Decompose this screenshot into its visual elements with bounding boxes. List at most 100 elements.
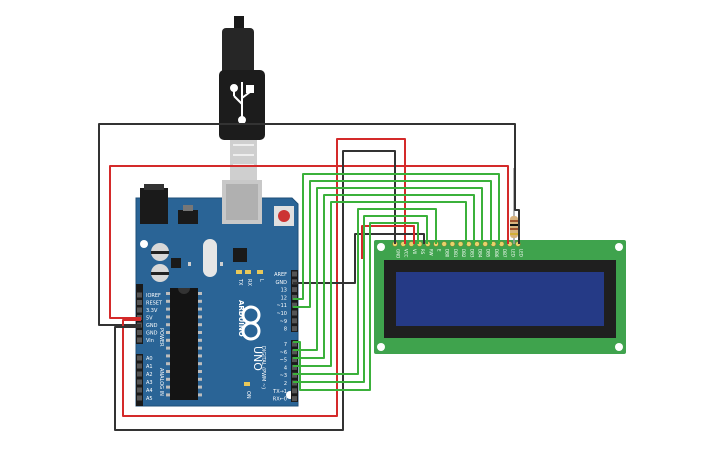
lcd-pin-label: RW [428, 249, 433, 256]
power-pin-label: IOREF [146, 293, 161, 299]
lcd-pin[interactable] [474, 241, 480, 247]
lcd-pin-label: DB5 [486, 249, 491, 258]
wire-gnd-outer[interactable] [98, 123, 520, 326]
status-leds: TX RX L ON [236, 270, 264, 399]
digital-pin-label: ~10 [276, 311, 287, 317]
lcd-pin-label: V0 [412, 249, 417, 255]
digital-header-title: DIGITAL (PWM ~) [260, 346, 266, 389]
wire-d5-db4[interactable] [293, 187, 483, 351]
digital-pin-label: GND [276, 280, 288, 286]
digital-pin-label: ~6 [280, 350, 287, 356]
on-led-label: ON [245, 391, 251, 399]
lcd-pin[interactable] [466, 241, 472, 247]
digital-pin[interactable] [292, 326, 297, 332]
digital-pin[interactable] [292, 279, 297, 285]
lcd-pin[interactable] [482, 241, 488, 247]
wire-green-extra-2[interactable] [293, 222, 419, 391]
digital-header-top [291, 270, 298, 332]
analog-pin[interactable] [137, 395, 142, 401]
lcd-pin[interactable] [457, 241, 464, 247]
power-pin[interactable] [137, 300, 142, 305]
usb-cable[interactable] [219, 16, 265, 180]
small-chip [233, 248, 247, 262]
wire-rw-gnd[interactable] [293, 233, 425, 284]
analog-pin[interactable] [137, 363, 142, 369]
brand-label: ARDUINO [237, 300, 245, 337]
digital-pin[interactable] [292, 396, 297, 402]
digital-pin[interactable] [292, 349, 297, 355]
digital-pin-label: AREF [274, 272, 287, 278]
digital-pin[interactable] [292, 294, 297, 300]
wire-d4-db5[interactable] [293, 194, 475, 359]
power-pin-label: GND [146, 331, 158, 337]
digital-pin-label: ~9 [280, 319, 287, 325]
lcd-pin-label: LED [510, 249, 515, 257]
analog-pin[interactable] [137, 379, 142, 385]
l-led-label: L [258, 279, 264, 282]
arduino-board[interactable]: TX RX L ON ARDUINO UNO POWER ANALOG IN D… [135, 180, 299, 407]
wire-5v-outer[interactable] [109, 165, 509, 319]
digital-pin[interactable] [292, 302, 297, 308]
digital-pin[interactable] [292, 388, 297, 394]
digital-pin[interactable] [292, 271, 297, 277]
digital-pin-label: RX←0 [273, 397, 287, 403]
wire-5v-lcd[interactable] [122, 138, 406, 417]
digital-pin-label: ~3 [280, 373, 287, 379]
analog-pin-label: A5 [146, 396, 153, 402]
lcd-pin-label: VCC [404, 249, 409, 258]
wire-d11-e[interactable] [293, 180, 492, 308]
power-pin[interactable] [137, 307, 142, 313]
capacitors [151, 243, 169, 282]
reset-button[interactable] [274, 206, 294, 226]
lcd-pin-label: DB6 [494, 249, 499, 258]
power-pin-label: 5V [146, 316, 153, 322]
lcd-pin-label: DB1 [453, 249, 458, 258]
wire-d2-db7[interactable] [293, 208, 437, 375]
power-pin-label: Vin [146, 338, 154, 344]
lcd-pin-label: DB7 [502, 249, 507, 258]
digital-pin[interactable] [292, 310, 297, 316]
power-header-title: POWER [158, 328, 164, 347]
crystal [203, 239, 217, 277]
digital-pin-label: 8 [284, 327, 287, 333]
lcd-screen [396, 272, 604, 326]
analog-pin[interactable] [137, 371, 142, 377]
wire-gnd-lcd[interactable] [114, 150, 396, 431]
lcd-pin-label: E [437, 249, 442, 252]
power-pin[interactable] [137, 330, 142, 335]
wire-d12-rs[interactable] [293, 173, 500, 300]
digital-pin[interactable] [292, 287, 297, 293]
tx-led-label: TX [237, 278, 243, 286]
analog-pin-label: A0 [146, 356, 153, 362]
digital-pin-label: 13 [281, 288, 287, 294]
digital-pin-label: 7 [284, 342, 287, 348]
power-header [136, 284, 143, 344]
digital-pin-label: TX→1 [272, 389, 287, 395]
analog-header-title: ANALOG IN [158, 368, 164, 396]
digital-pin-label: 2 [284, 381, 287, 387]
digital-pin[interactable] [292, 318, 297, 324]
analog-pin[interactable] [137, 355, 142, 361]
rx-led-label: RX [246, 279, 252, 286]
power-pin[interactable] [137, 292, 142, 298]
wire-contrast[interactable] [361, 225, 415, 259]
digital-pin[interactable] [292, 372, 297, 378]
lcd-pin[interactable] [441, 241, 447, 247]
voltage-regulator [178, 210, 198, 224]
analog-pin[interactable] [137, 387, 142, 393]
lcd-pin[interactable] [449, 241, 456, 247]
digital-pin[interactable] [292, 341, 297, 347]
digital-pin-label: 4 [284, 365, 287, 371]
wire-green-extra-1[interactable] [293, 215, 428, 383]
digital-pin[interactable] [292, 364, 297, 370]
power-pin-label: GND [146, 323, 158, 329]
digital-pin[interactable] [292, 357, 297, 363]
wire-d3-db6[interactable] [293, 201, 467, 367]
power-pin[interactable] [137, 337, 142, 343]
digital-header-bottom [291, 340, 298, 402]
digital-pin-label: 12 [281, 295, 287, 301]
usb-icon [230, 82, 254, 124]
arduino-logo: ARDUINO UNO [237, 300, 264, 371]
